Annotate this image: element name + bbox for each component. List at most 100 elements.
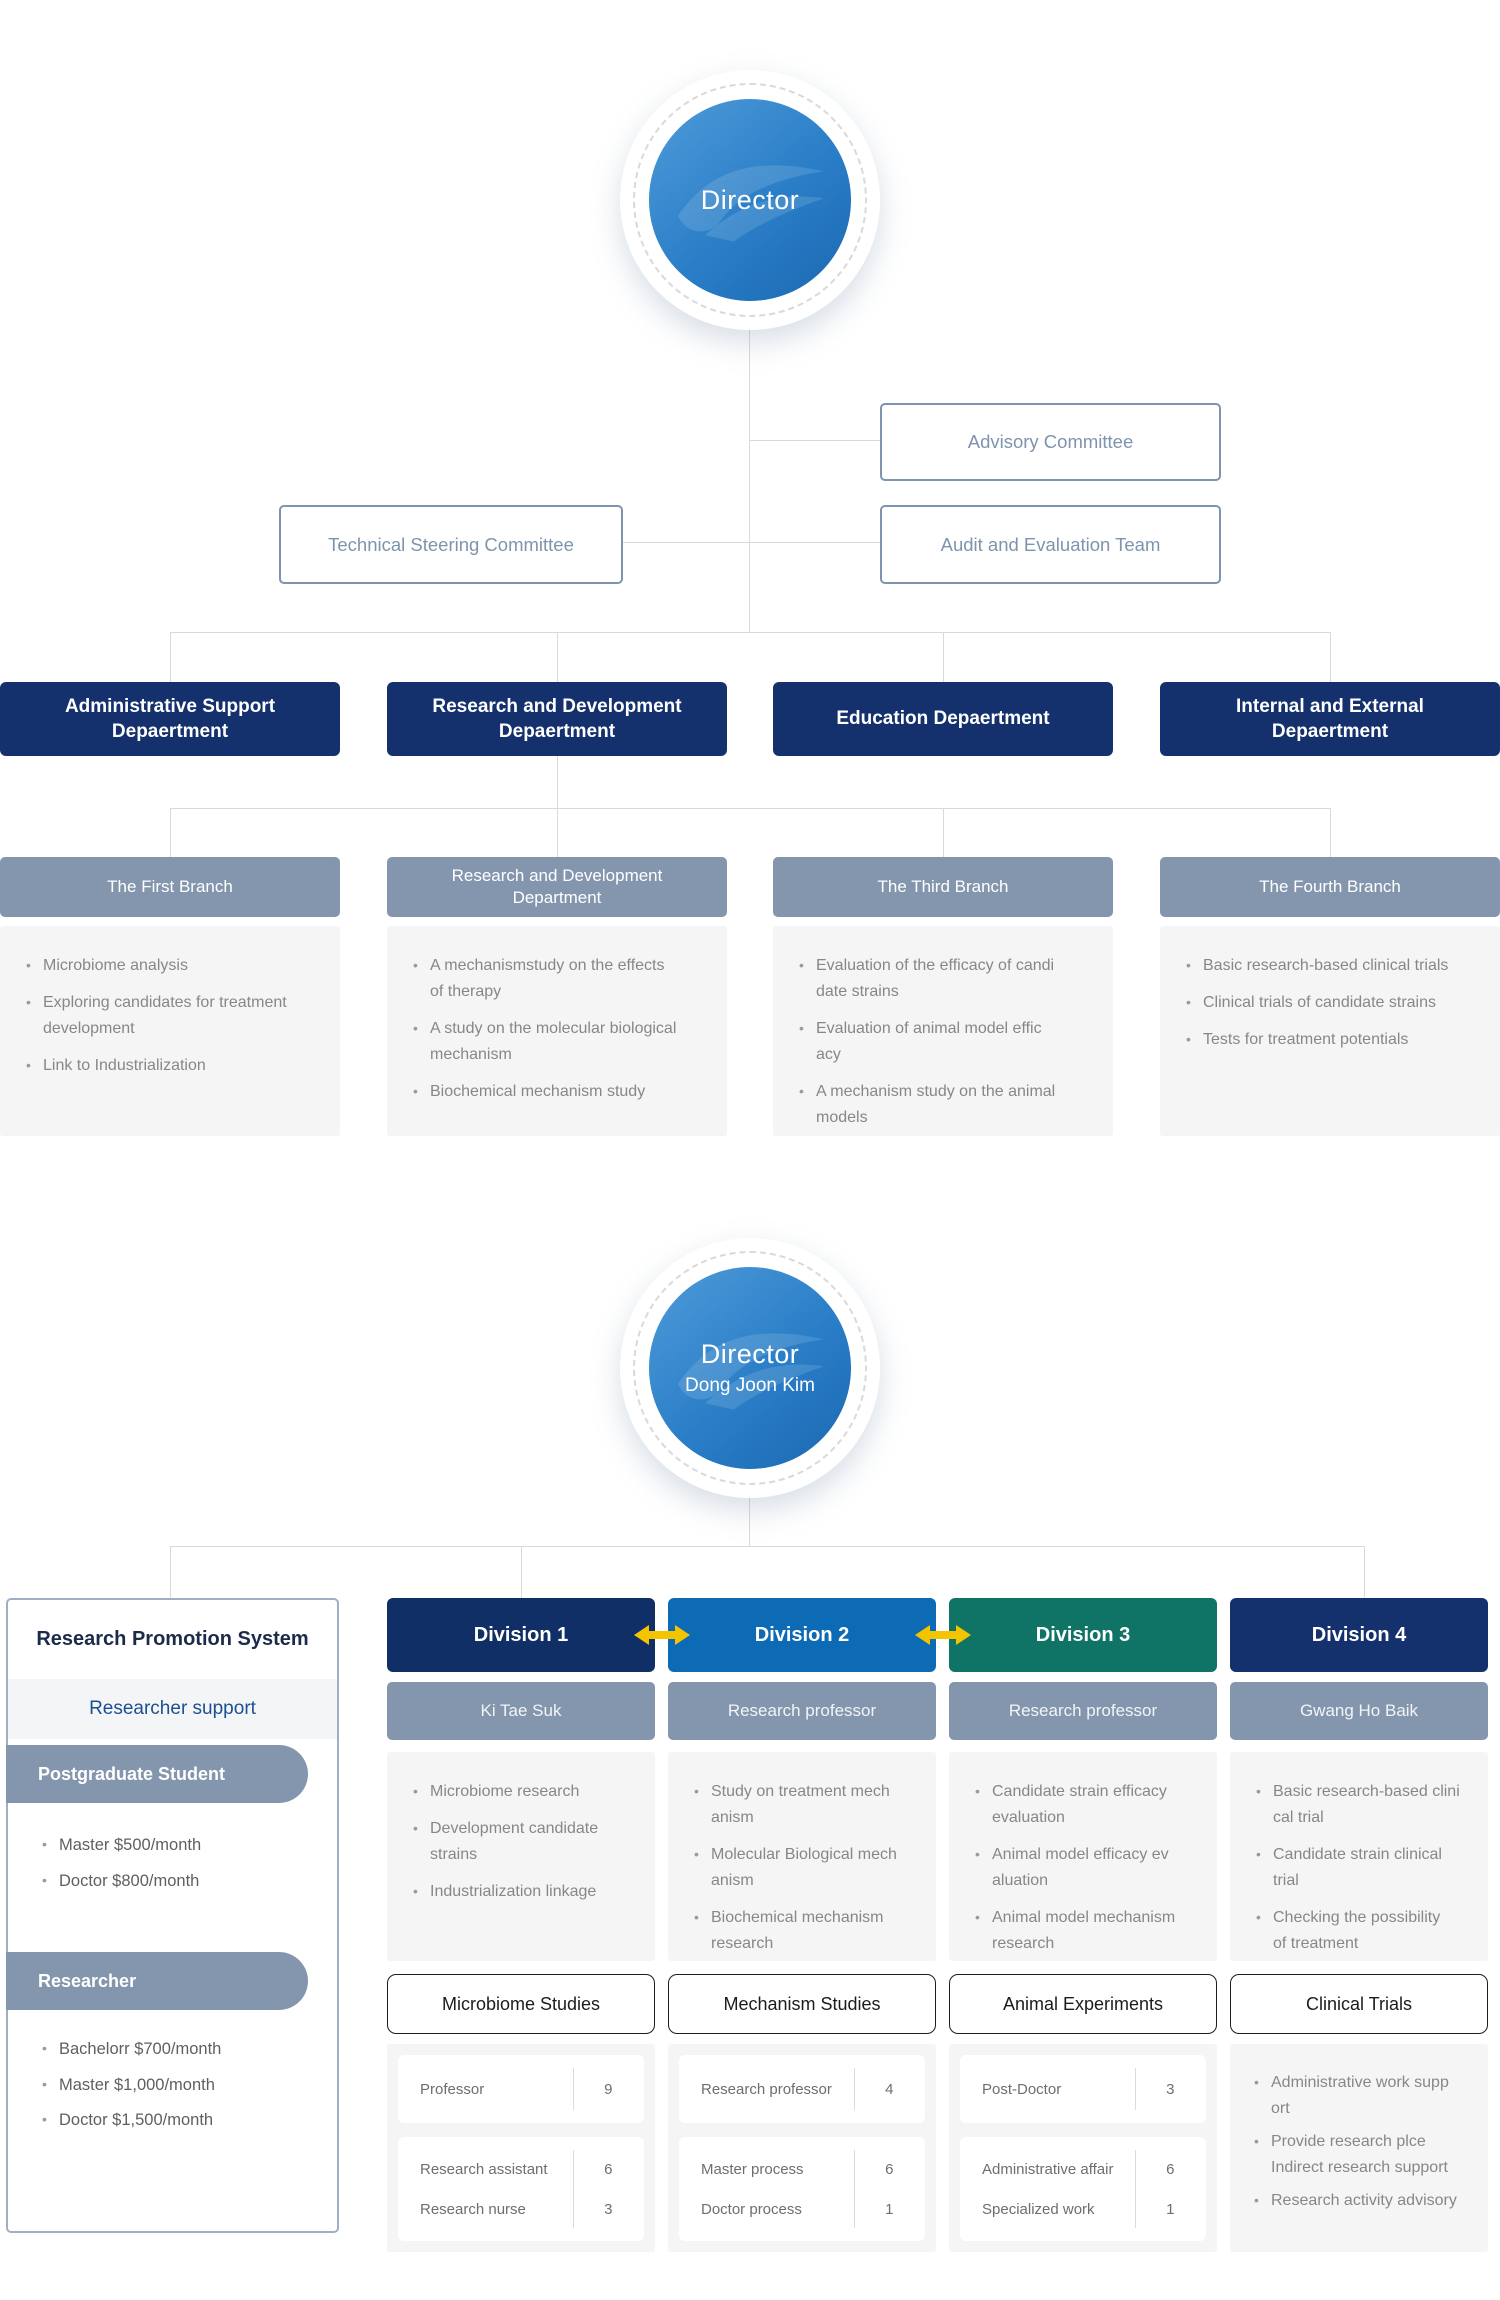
list-item-text: Bachelorr $700/month: [59, 2040, 222, 2058]
division-1-panel: Microbiome research Development candidat…: [387, 1752, 655, 1961]
list-item-text: Biochemical mechanism research: [711, 1908, 884, 1952]
connector-line: [750, 440, 880, 441]
staff-count: 3: [604, 2200, 613, 2218]
list-item-text: Candidate strain clinical trial: [1273, 1845, 1442, 1889]
list-item: Development candidate strains: [413, 1816, 639, 1868]
connector-line: [943, 632, 944, 682]
director-circle-dashed-ring: [633, 83, 867, 317]
study-box-mechanism: Mechanism Studies: [668, 1974, 936, 2034]
audit-evaluation-team-label: Audit and Evaluation Team: [940, 533, 1161, 555]
connector-line: [170, 632, 171, 682]
list-item: A mechanism study on the animal models: [799, 1079, 1097, 1131]
division-2-panel: Study on treatment mech anism Molecular …: [668, 1752, 936, 1961]
division-4-header: Division 4: [1230, 1598, 1488, 1672]
connector-line: [557, 808, 558, 857]
list-item: Molecular Biological mech anism: [694, 1842, 920, 1894]
list-item-text: Molecular Biological mech anism: [711, 1845, 897, 1889]
connector-line: [170, 1546, 1365, 1547]
rps-subtitle: Researcher support: [8, 1679, 337, 1739]
technical-steering-committee-label: Technical Steering Committee: [328, 533, 574, 555]
connector-line: [943, 808, 944, 857]
list-item-text: Exploring candidates for treatment devel…: [43, 993, 287, 1037]
list-item: Checking the possibility of treatment: [1256, 1905, 1472, 1957]
list-item-text: A mechanism study on the animal models: [816, 1082, 1056, 1126]
staff-role: Administrative affair: [982, 2160, 1114, 2178]
study-box-animal: Animal Experiments: [949, 1974, 1217, 2034]
list-item-text: Master $1,000/month: [59, 2075, 215, 2094]
staff-role: Research nurse: [420, 2200, 526, 2218]
list-item-text: Animal model mechanism research: [992, 1908, 1176, 1952]
staff-row: Research nurse 3: [398, 2189, 644, 2229]
branch-header-1: The First Branch: [0, 857, 340, 917]
double-arrow-icon: [634, 1624, 690, 1646]
staff-count: 1: [1166, 2200, 1175, 2218]
connector-line: [170, 808, 1330, 809]
staff-count: 3: [1166, 2080, 1175, 2098]
rps-list-postgraduate: Master $500/month Doctor $800/month: [42, 1832, 323, 1903]
list-item-text: Development candidate strains: [430, 1819, 599, 1863]
list-item-text: Industrialization linkage: [430, 1882, 597, 1900]
staff-role: Specialized work: [982, 2200, 1095, 2218]
list-item: Evaluation of the efficacy of candi date…: [799, 953, 1097, 1005]
branch-panel-4: Basic research-based clinical trials Cli…: [1160, 926, 1500, 1136]
logo-watermark-icon: [678, 1333, 824, 1410]
audit-evaluation-team-box: Audit and Evaluation Team: [880, 505, 1221, 584]
connector-line: [170, 632, 1330, 633]
division-4-panel: Basic research-based clini cal trial Can…: [1230, 1752, 1488, 1961]
staff-count: 1: [885, 2200, 894, 2218]
list-item-text: Doctor $800/month: [59, 1871, 200, 1890]
staff-card: Post-Doctor 3: [960, 2055, 1206, 2123]
division-2-staff-panel: Research professor 4 Master process 6 Do…: [668, 2044, 936, 2252]
branch-header-3: The Third Branch: [773, 857, 1113, 917]
connector-line: [557, 756, 558, 808]
branch-header-2: Research and Development Department: [387, 857, 727, 917]
research-promotion-system-panel: Research Promotion System Researcher sup…: [6, 1598, 339, 2233]
connector-line: [1330, 632, 1331, 682]
list-item: Research activity advisory: [1254, 2188, 1478, 2214]
list-item: Candidate strain clinical trial: [1256, 1842, 1472, 1894]
list-item-text: Evaluation of the efficacy of candi date…: [816, 957, 1055, 1000]
connector-line: [170, 1546, 171, 1598]
staff-card: Master process 6 Doctor process 1: [679, 2137, 925, 2241]
staff-card: Professor 9: [398, 2055, 644, 2123]
list-item-text: Doctor $1,500/month: [59, 2111, 214, 2130]
division-2-header: Division 2: [668, 1598, 936, 1672]
division-1-header: Division 1: [387, 1598, 655, 1672]
list-item: A mechanismstudy on the effects of thera…: [413, 953, 711, 1005]
list-item: Bachelorr $700/month: [42, 2036, 323, 2063]
director-label: Director: [700, 184, 800, 215]
staff-role: Post-Doctor: [982, 2080, 1062, 2098]
rps-pill-postgraduate: Postgraduate Student: [6, 1745, 308, 1803]
list-item-text: Master $500/month: [59, 1836, 202, 1854]
list-item-text: Evaluation of animal model effic acy: [816, 1019, 1042, 1063]
division-4-notes-panel: Administrative work supp ort Provide res…: [1230, 2044, 1488, 2252]
list-item-text: Clinical trials of candidate strains: [1203, 993, 1436, 1011]
list-item-text: Administrative work supp ort: [1271, 2074, 1449, 2117]
technical-steering-committee-box: Technical Steering Committee: [279, 505, 623, 584]
staff-count: 6: [604, 2160, 613, 2178]
division-1-staff-panel: Professor 9 Research assistant 6 Researc…: [387, 2044, 655, 2252]
study-box-clinical: Clinical Trials: [1230, 1974, 1488, 2034]
list-item: Animal model efficacy ev aluation: [975, 1842, 1201, 1894]
staff-row: Specialized work 1: [960, 2189, 1206, 2229]
list-item: Administrative work supp ort: [1254, 2070, 1478, 2121]
branch-panel-1: Microbiome analysis Exploring candidates…: [0, 926, 340, 1136]
staff-card: Research professor 4: [679, 2055, 925, 2123]
list-item-text: A study on the molecular biological mech…: [430, 1019, 677, 1063]
list-item-text: Tests for treatment potentials: [1203, 1030, 1409, 1048]
list-item-text: Microbiome analysis: [43, 957, 188, 974]
list-item-text: Basic research-based clinical trials: [1203, 957, 1449, 974]
list-item: Microbiome research: [413, 1779, 639, 1805]
staff-role: Doctor process: [701, 2200, 802, 2218]
list-item: Microbiome analysis: [26, 953, 324, 979]
list-item: A study on the molecular biological mech…: [413, 1016, 711, 1068]
staff-role: Professor: [420, 2080, 485, 2098]
division-3-staff-panel: Post-Doctor 3 Administrative affair 6 Sp…: [949, 2044, 1217, 2252]
staff-role: Research assistant: [420, 2160, 548, 2178]
director-circle: Director Dong Joon Kim: [649, 1267, 851, 1469]
list-item: Master $500/month: [42, 1832, 323, 1859]
list-item: Candidate strain efficacy evaluation: [975, 1779, 1201, 1831]
department-header-2: Research and Development Depaertment: [387, 682, 727, 756]
director-circle: Director: [649, 99, 851, 301]
